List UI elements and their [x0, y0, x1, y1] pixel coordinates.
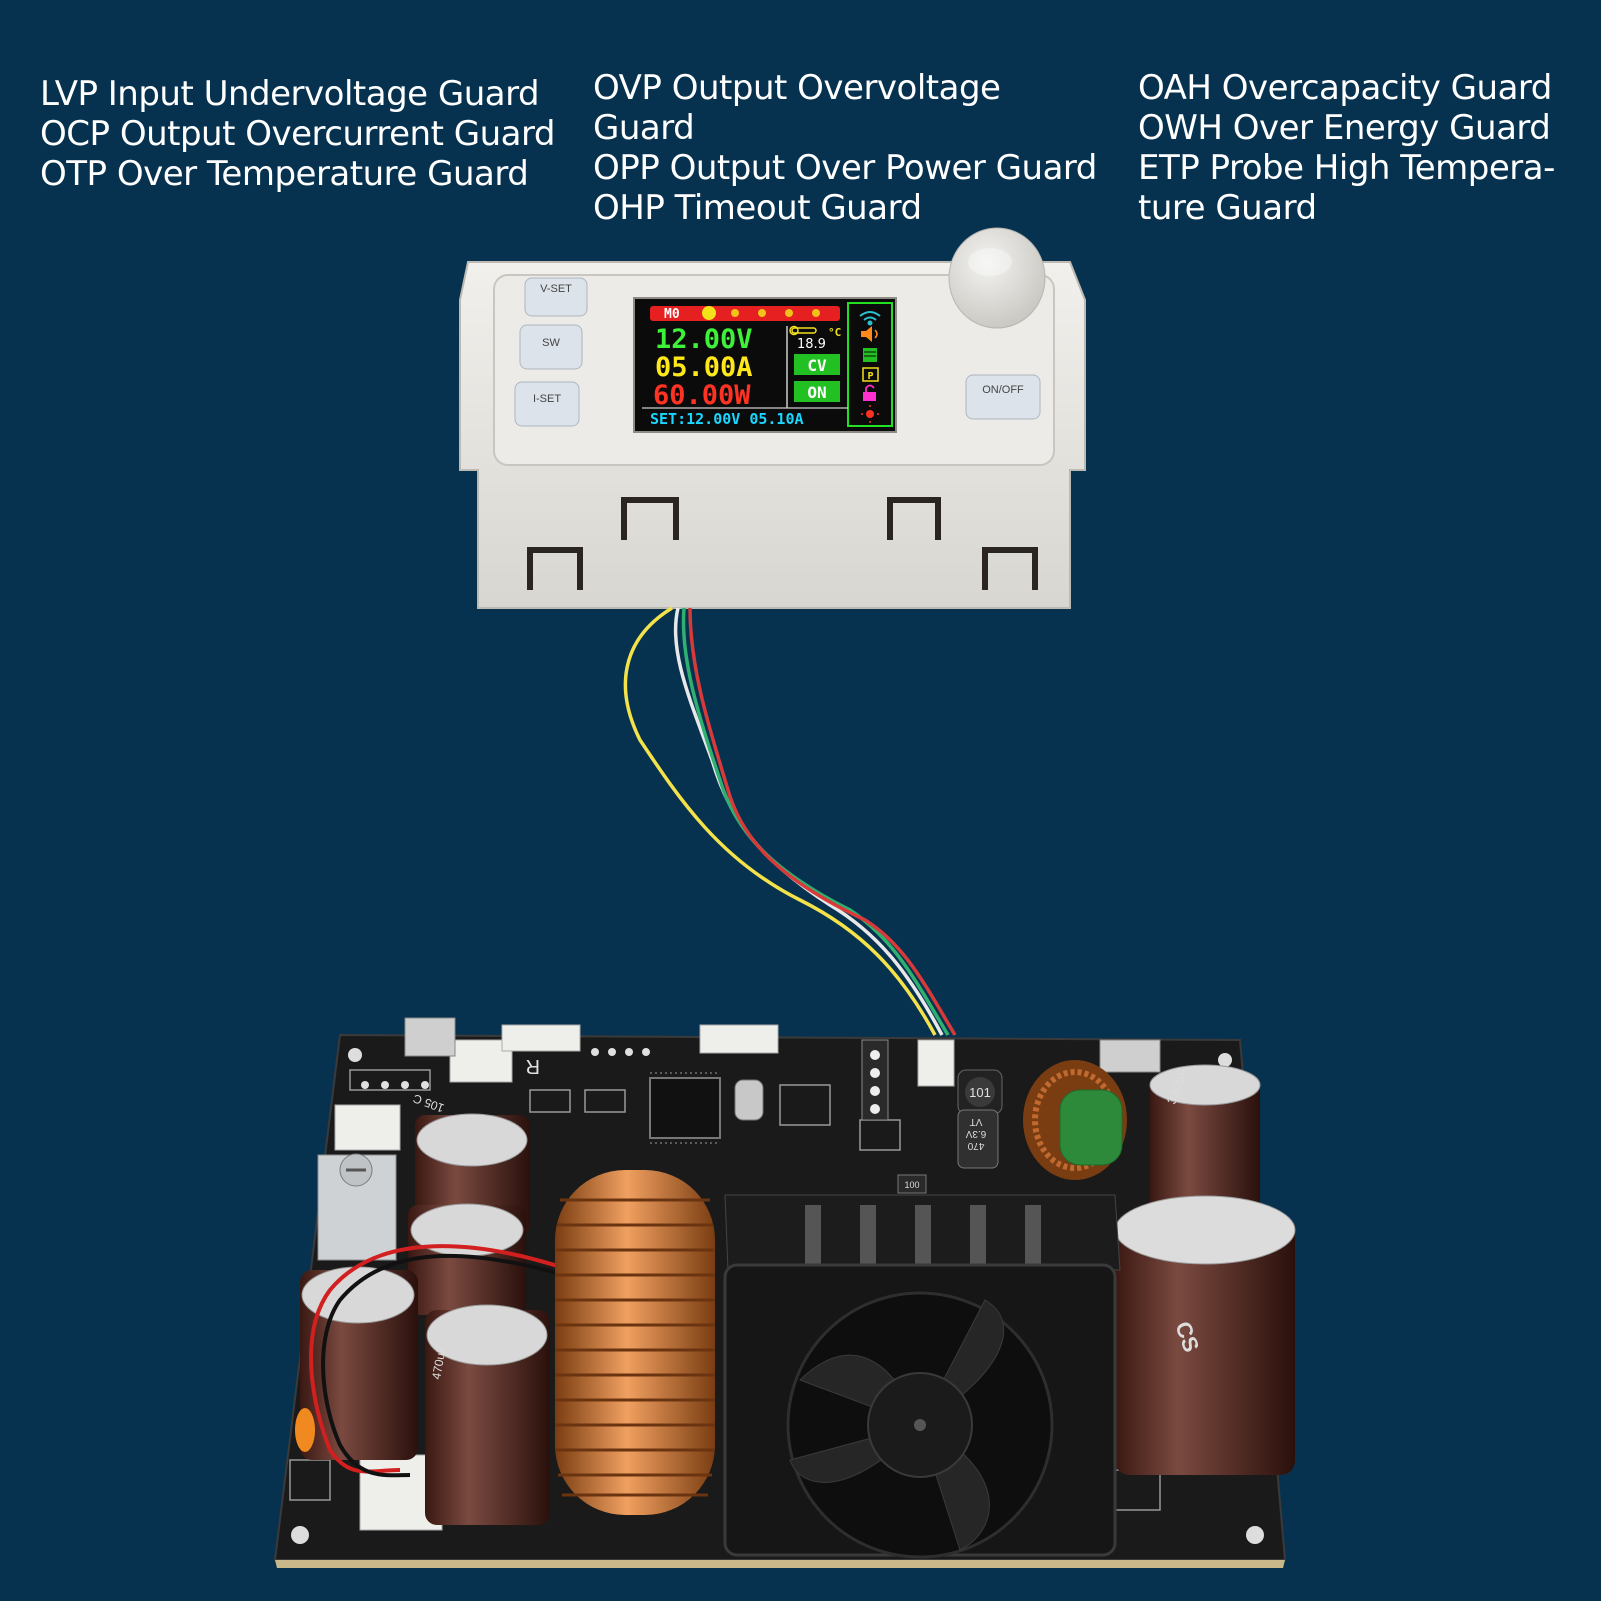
wifi-icon [859, 311, 881, 326]
caption-ohp: OHP Timeout Guard [593, 188, 922, 228]
sw-label: SW [542, 337, 560, 349]
slide-switch [1099, 1039, 1161, 1073]
caption-right-block: OAH Overcapacity Guard OWH Over Energy G… [1138, 68, 1555, 228]
status-dot-icon [812, 309, 820, 317]
caption-owh: OWH Over Energy Guard [1138, 108, 1551, 148]
slide-switch [404, 1017, 456, 1057]
lock-icon [863, 384, 876, 401]
copper-coil-inductor [555, 1170, 715, 1515]
capacitor: 330uF [1149, 1064, 1261, 1235]
capacitor [408, 1203, 526, 1315]
status-bar [650, 306, 840, 321]
mode-label: CV [807, 356, 827, 375]
caption-opp: OPP Output Over Power Guard [593, 148, 1097, 188]
lcd-screen: M0 12.00V 05.00A 60.00W °C 18.9 CV [633, 297, 897, 433]
cable-connector [917, 1039, 955, 1087]
caption-etp-cont: ture Guard [1138, 188, 1317, 228]
status-dot-icon [758, 309, 766, 317]
caption-etp: ETP Probe High Tempera- [1138, 148, 1555, 188]
output-badge [794, 381, 840, 402]
connector [334, 1104, 401, 1151]
i-set-button[interactable]: I-SET [514, 381, 580, 427]
thermometer-icon [789, 325, 817, 336]
mcu-chip [649, 1077, 721, 1139]
protect-icon: P [862, 367, 879, 382]
battery-icon [863, 348, 877, 362]
status-dot-icon [702, 306, 716, 320]
ribbon-cable [623, 606, 957, 1036]
temp-unit: °C [828, 326, 841, 339]
output-state-label: ON [807, 383, 826, 402]
connector [699, 1024, 779, 1054]
set-line: SET:12.00V 05.10A [650, 410, 804, 428]
on-off-label: ON/OFF [982, 384, 1024, 396]
caption-left-block: LVP Input Undervoltage Guard OCP Output … [40, 74, 555, 194]
small-cap-brand: VT [970, 1116, 983, 1127]
toroid-inductor [1023, 1060, 1127, 1180]
power-reading: 60.00W [653, 380, 751, 411]
control-panel: V-SET SW I-SET ON/OFF M0 [459, 227, 1086, 609]
inductor-label: 101 [969, 1085, 991, 1100]
on-off-button[interactable]: ON/OFF [965, 374, 1041, 420]
silk-r-label: R [526, 1055, 540, 1077]
via-dots [361, 1048, 650, 1089]
capacitor: 470uF [425, 1304, 550, 1525]
i-set-label: I-SET [533, 393, 561, 405]
caption-ovp-cont: Guard [593, 108, 695, 148]
status-dot-icon [731, 309, 739, 317]
capacitor [300, 1266, 418, 1460]
mode-badge [794, 354, 840, 375]
cap-label: 470uF [429, 1345, 449, 1381]
rotary-knob[interactable] [948, 227, 1046, 329]
case-clips [527, 497, 1038, 590]
mounting-holes [291, 1048, 1264, 1544]
heatsink [724, 1194, 1121, 1271]
connector [501, 1024, 581, 1052]
small-cap-value: 470 [967, 1140, 984, 1151]
caption-ocp: OCP Output Overcurrent Guard [40, 114, 555, 154]
v-set-label: V-SET [540, 283, 572, 295]
fuse [295, 1408, 315, 1452]
capacitor: CS [1114, 1195, 1296, 1475]
voltage-reading: 12.00V [655, 324, 753, 355]
sun-icon [861, 405, 879, 423]
sw-button[interactable]: SW [519, 324, 583, 370]
resistor-label: 100 [904, 1180, 919, 1190]
caption-otp: OTP Over Temperature Guard [40, 154, 529, 194]
speaker-icon [861, 326, 878, 342]
caption-middle-block: OVP Output Overvoltage Guard OPP Output … [593, 68, 1097, 228]
crystal [734, 1079, 764, 1121]
protect-letter: P [867, 371, 873, 382]
temperature-reading: 18.9 [797, 337, 826, 352]
cooling-fan [723, 1263, 1117, 1559]
small-cap-spec: 6.3V [965, 1128, 986, 1139]
status-dot-icon [785, 309, 793, 317]
caption-lvp: LVP Input Undervoltage Guard [40, 74, 540, 114]
memory-label: M0 [664, 307, 680, 322]
current-reading: 05.00A [655, 352, 753, 383]
caption-ovp: OVP Output Overvoltage [593, 68, 1001, 108]
caption-oah: OAH Overcapacity Guard [1138, 68, 1552, 108]
v-set-button[interactable]: V-SET [524, 277, 588, 317]
small-capacitor [957, 1109, 999, 1169]
pcb-board: R 101 VT 6.3V 470 100 330 [273, 1017, 1296, 1568]
